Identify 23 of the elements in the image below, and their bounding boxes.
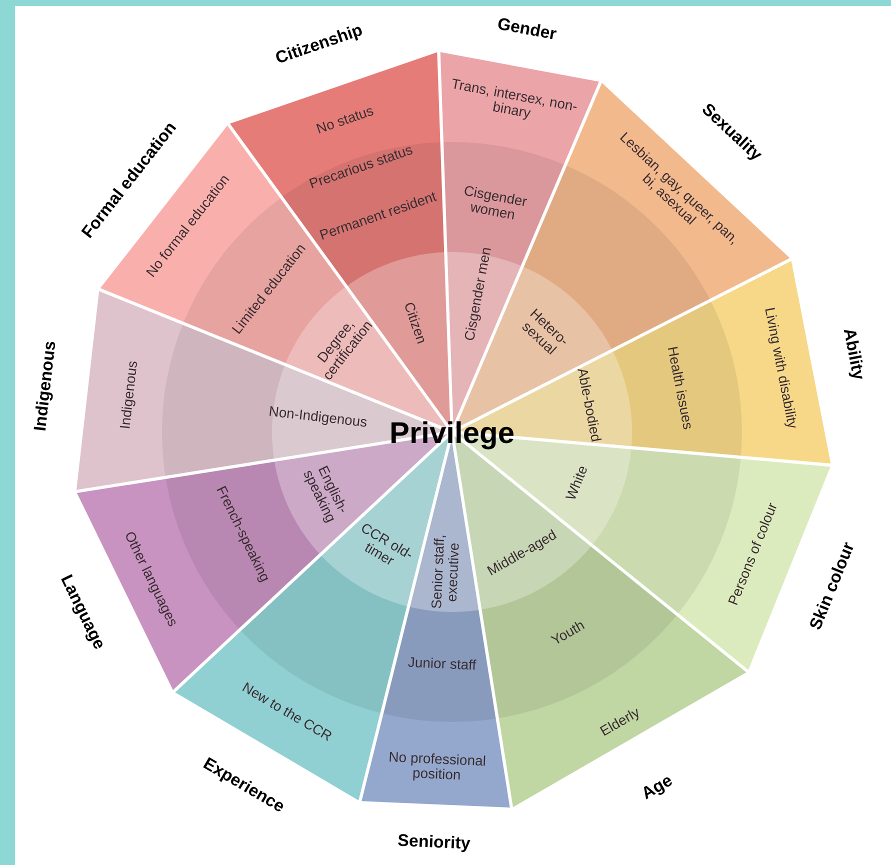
privilege-item: Trans, intersex, non-binary bbox=[449, 75, 580, 123]
privilege-item: Senior staff, executive bbox=[428, 532, 464, 612]
privilege-item: Health issues bbox=[664, 344, 698, 432]
privilege-item: Cisgender men bbox=[460, 245, 494, 344]
center-title: Privilege bbox=[389, 419, 515, 449]
privilege-item: No status bbox=[312, 101, 376, 138]
privilege-item: Cisgender women bbox=[462, 180, 530, 225]
privilege-item: Youth bbox=[547, 616, 588, 650]
privilege-item: No professional position bbox=[388, 748, 488, 785]
category-heading: Indigenous bbox=[28, 339, 60, 432]
privilege-item: Citizen bbox=[400, 299, 431, 348]
category-heading: Gender bbox=[496, 13, 558, 45]
category-heading: Ability bbox=[839, 326, 870, 382]
privilege-item: New to the CCR bbox=[238, 678, 336, 746]
category-heading: Age bbox=[638, 770, 676, 804]
privilege-item: Living with disability bbox=[760, 305, 802, 432]
category-heading: Seniority bbox=[397, 829, 471, 854]
category-heading: Skin colour bbox=[804, 538, 860, 632]
privilege-item: White bbox=[561, 462, 592, 504]
privilege-item: CCR old-timer bbox=[358, 518, 418, 572]
privilege-item: Junior staff bbox=[406, 654, 478, 674]
privilege-item: Non-Indigenous bbox=[267, 403, 368, 430]
privilege-item: Indigenous bbox=[116, 359, 142, 432]
